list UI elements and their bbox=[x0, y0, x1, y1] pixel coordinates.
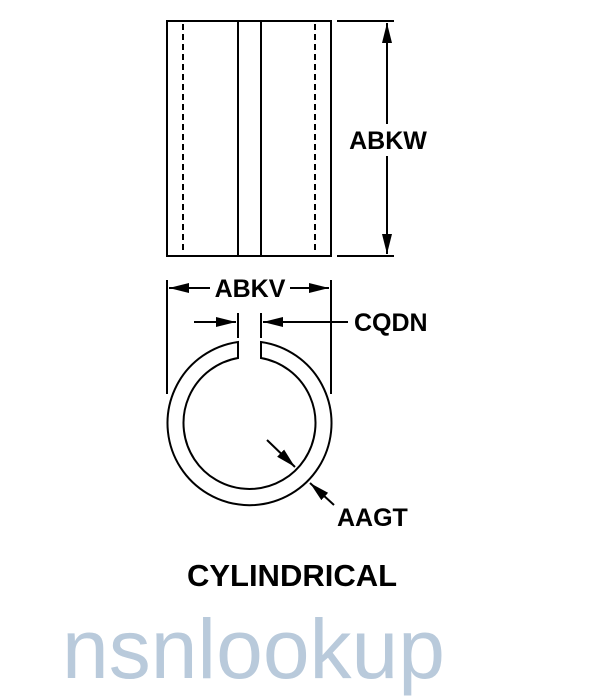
ring-end-view bbox=[166, 340, 333, 507]
label-abkv: ABKV bbox=[215, 275, 286, 303]
label-abkw: ABKW bbox=[349, 127, 427, 155]
wall-arrow-outer bbox=[309, 482, 335, 506]
label-aagt: AAGT bbox=[337, 504, 408, 532]
label-backing bbox=[366, 124, 410, 156]
wall-arrow-inner bbox=[266, 439, 296, 468]
caption: CYLINDRICAL bbox=[187, 558, 397, 593]
label-cqdn: CQDN bbox=[354, 309, 428, 337]
watermark: nsnlookup bbox=[62, 602, 445, 696]
side-view-outline bbox=[166, 20, 332, 257]
